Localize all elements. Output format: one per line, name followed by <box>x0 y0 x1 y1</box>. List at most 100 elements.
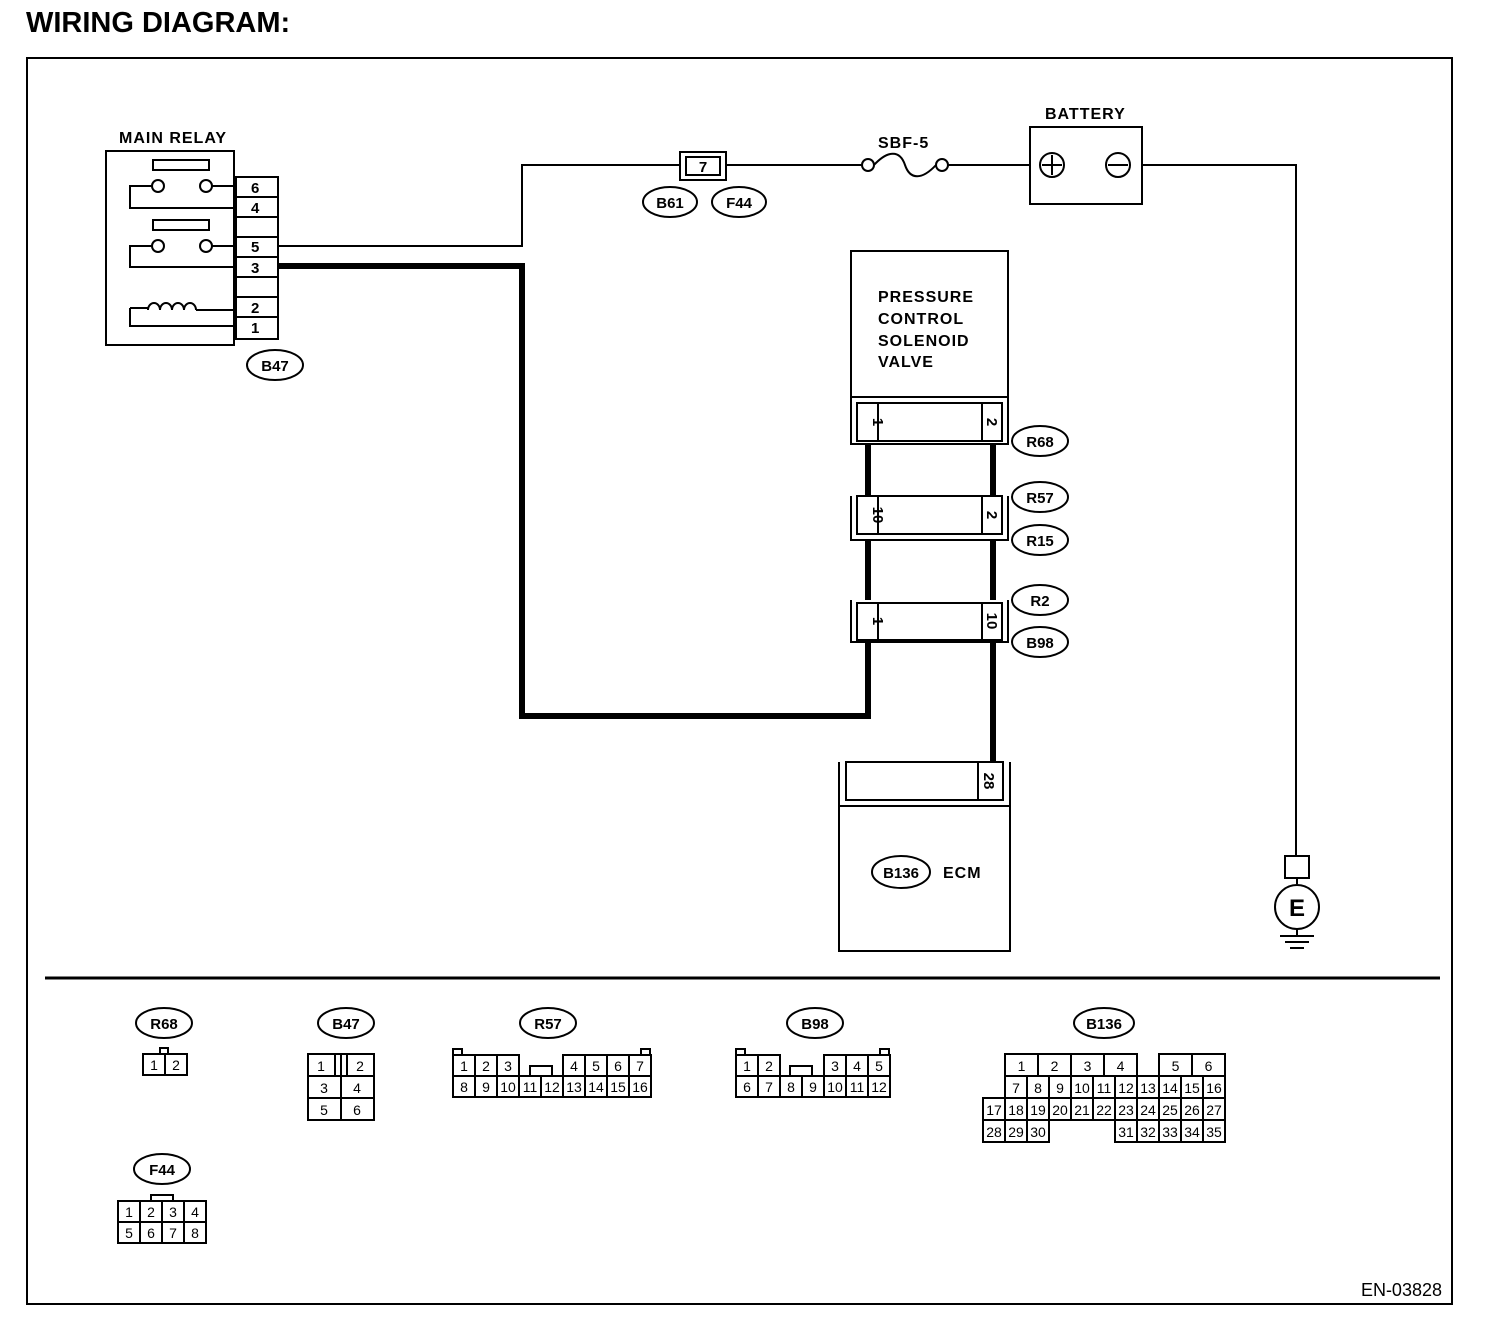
pin-cell-box <box>183 1221 207 1244</box>
pin-cell: 4 <box>570 1058 578 1074</box>
connector-tag-text: B61 <box>656 195 684 212</box>
inline-pin-label: 10 <box>983 613 1000 630</box>
figure-code: EN-03828 <box>1361 1280 1442 1300</box>
pin-cell: 5 <box>875 1058 883 1074</box>
connector-view-title: B98 <box>801 1016 829 1033</box>
inline-pin-label: 2 <box>983 511 1000 519</box>
connector-view-title: R68 <box>150 1016 178 1033</box>
pin-cell-box <box>628 1075 652 1098</box>
fuse-element <box>873 152 937 178</box>
pin-cell: 34 <box>1184 1124 1200 1140</box>
relay-pin-label: 3 <box>251 260 259 277</box>
pin-cell: 6 <box>743 1079 751 1095</box>
ground-label: E <box>1289 895 1305 922</box>
pin-cell: 1 <box>743 1058 751 1074</box>
main-relay: MAIN RELAY 6 4 5 3 2 1 B47 <box>105 130 304 381</box>
relay-wire <box>129 245 236 268</box>
relay-pin-label: 6 <box>251 180 259 197</box>
pin-cell-box <box>1202 1119 1226 1143</box>
relay-armature-2 <box>152 219 210 231</box>
pin-cell: 2 <box>1051 1058 1059 1074</box>
connector-tag-text: B47 <box>261 358 289 375</box>
relay-pin-label: 1 <box>251 320 259 337</box>
ecm-label: ECM <box>943 865 982 882</box>
ecm-pin-label: 28 <box>980 773 997 790</box>
inline-pin-label: 10 <box>869 507 886 524</box>
pin-cell: 21 <box>1074 1102 1090 1118</box>
pin-cell: 5 <box>592 1058 600 1074</box>
pin-cell: 28 <box>986 1124 1002 1140</box>
connector-tag-text: B98 <box>1026 635 1054 652</box>
pin-cell: 11 <box>523 1079 538 1095</box>
pin-cell: 5 <box>320 1102 328 1118</box>
battery: BATTERY <box>1029 106 1143 205</box>
pin-cell: 11 <box>850 1079 865 1095</box>
ecm: 28 B136 ECM <box>838 761 1011 952</box>
pin-cell: 2 <box>356 1058 364 1074</box>
relay-pin-label: 5 <box>251 239 259 256</box>
connector-tag-f44 <box>711 186 767 218</box>
connector-tag-r2 <box>1011 584 1069 616</box>
relay-contact <box>151 239 165 253</box>
inline-pin-label: 1 <box>869 617 886 625</box>
pin-cell: 4 <box>353 1080 361 1096</box>
connector-view-title: B47 <box>332 1016 360 1033</box>
relay-contact <box>199 239 213 253</box>
pin-cell: 6 <box>1205 1058 1213 1074</box>
battery-label: BATTERY <box>1045 106 1126 123</box>
pcs-valve-label-line: VALVE <box>878 354 934 371</box>
pin-cell: 2 <box>765 1058 773 1074</box>
connector-tag-text: R2 <box>1030 593 1049 610</box>
connector-tag-b61 <box>642 186 698 218</box>
pin-cell: 20 <box>1052 1102 1068 1118</box>
connector-b61-f44: 7 B61 F44 <box>642 151 767 218</box>
pin-cell: 3 <box>831 1058 839 1074</box>
pin-cell: 22 <box>1096 1102 1112 1118</box>
main-relay-label: MAIN RELAY <box>119 130 227 147</box>
pin-cell: 10 <box>827 1079 843 1095</box>
pin-cell: 13 <box>566 1079 582 1095</box>
pin-cell-box <box>867 1075 891 1098</box>
pin-cell: 1 <box>460 1058 468 1074</box>
fuse-label: SBF-5 <box>878 135 929 152</box>
pin-cell: 29 <box>1008 1124 1024 1140</box>
relay-armature-1 <box>152 159 210 171</box>
inline-pin-label: 2 <box>983 418 1000 426</box>
main-relay-body <box>105 150 235 346</box>
connector-r57-r15: 10 2 R57 R15 <box>850 481 1069 556</box>
pin-cell: 11 <box>1097 1080 1112 1096</box>
page-title: WIRING DIAGRAM: <box>26 7 290 39</box>
connector-r2-b98: 1 10 R2 B98 <box>850 584 1069 658</box>
pin-cell: 12 <box>871 1079 887 1095</box>
pin-cell-box <box>1026 1119 1050 1143</box>
connector-tag-text: R15 <box>1026 533 1054 550</box>
pin-cell: 9 <box>482 1079 490 1095</box>
connector-tag-text: R68 <box>1026 434 1054 451</box>
connector-tag-text: F44 <box>726 195 753 212</box>
connector-tag-r68 <box>1011 425 1069 457</box>
pin-cell: 8 <box>460 1079 468 1095</box>
relay-pin-label: 2 <box>251 300 259 317</box>
pin-cell: 3 <box>320 1080 328 1096</box>
pin-cell: 4 <box>853 1058 861 1074</box>
pin-cell: 4 <box>191 1204 199 1220</box>
pcs-valve-label-line: SOLENOID <box>878 333 970 350</box>
connector-view-r68: R68 1 2 <box>135 1007 193 1076</box>
pin-cell: 8 <box>191 1225 199 1241</box>
pcs-valve: PRESSURE CONTROL SOLENOID VALVE <box>850 250 1009 398</box>
fuse-connector-pin: 7 <box>699 159 707 176</box>
fuse-sbf5: SBF-5 <box>861 135 949 178</box>
pin-cell: 1 <box>150 1057 158 1073</box>
pin-cell: 1 <box>125 1204 133 1220</box>
pin-cell: 15 <box>1184 1080 1200 1096</box>
pin-cell: 25 <box>1162 1102 1178 1118</box>
pin-cell: 10 <box>500 1079 516 1095</box>
connector-tag-text: B136 <box>883 865 919 882</box>
